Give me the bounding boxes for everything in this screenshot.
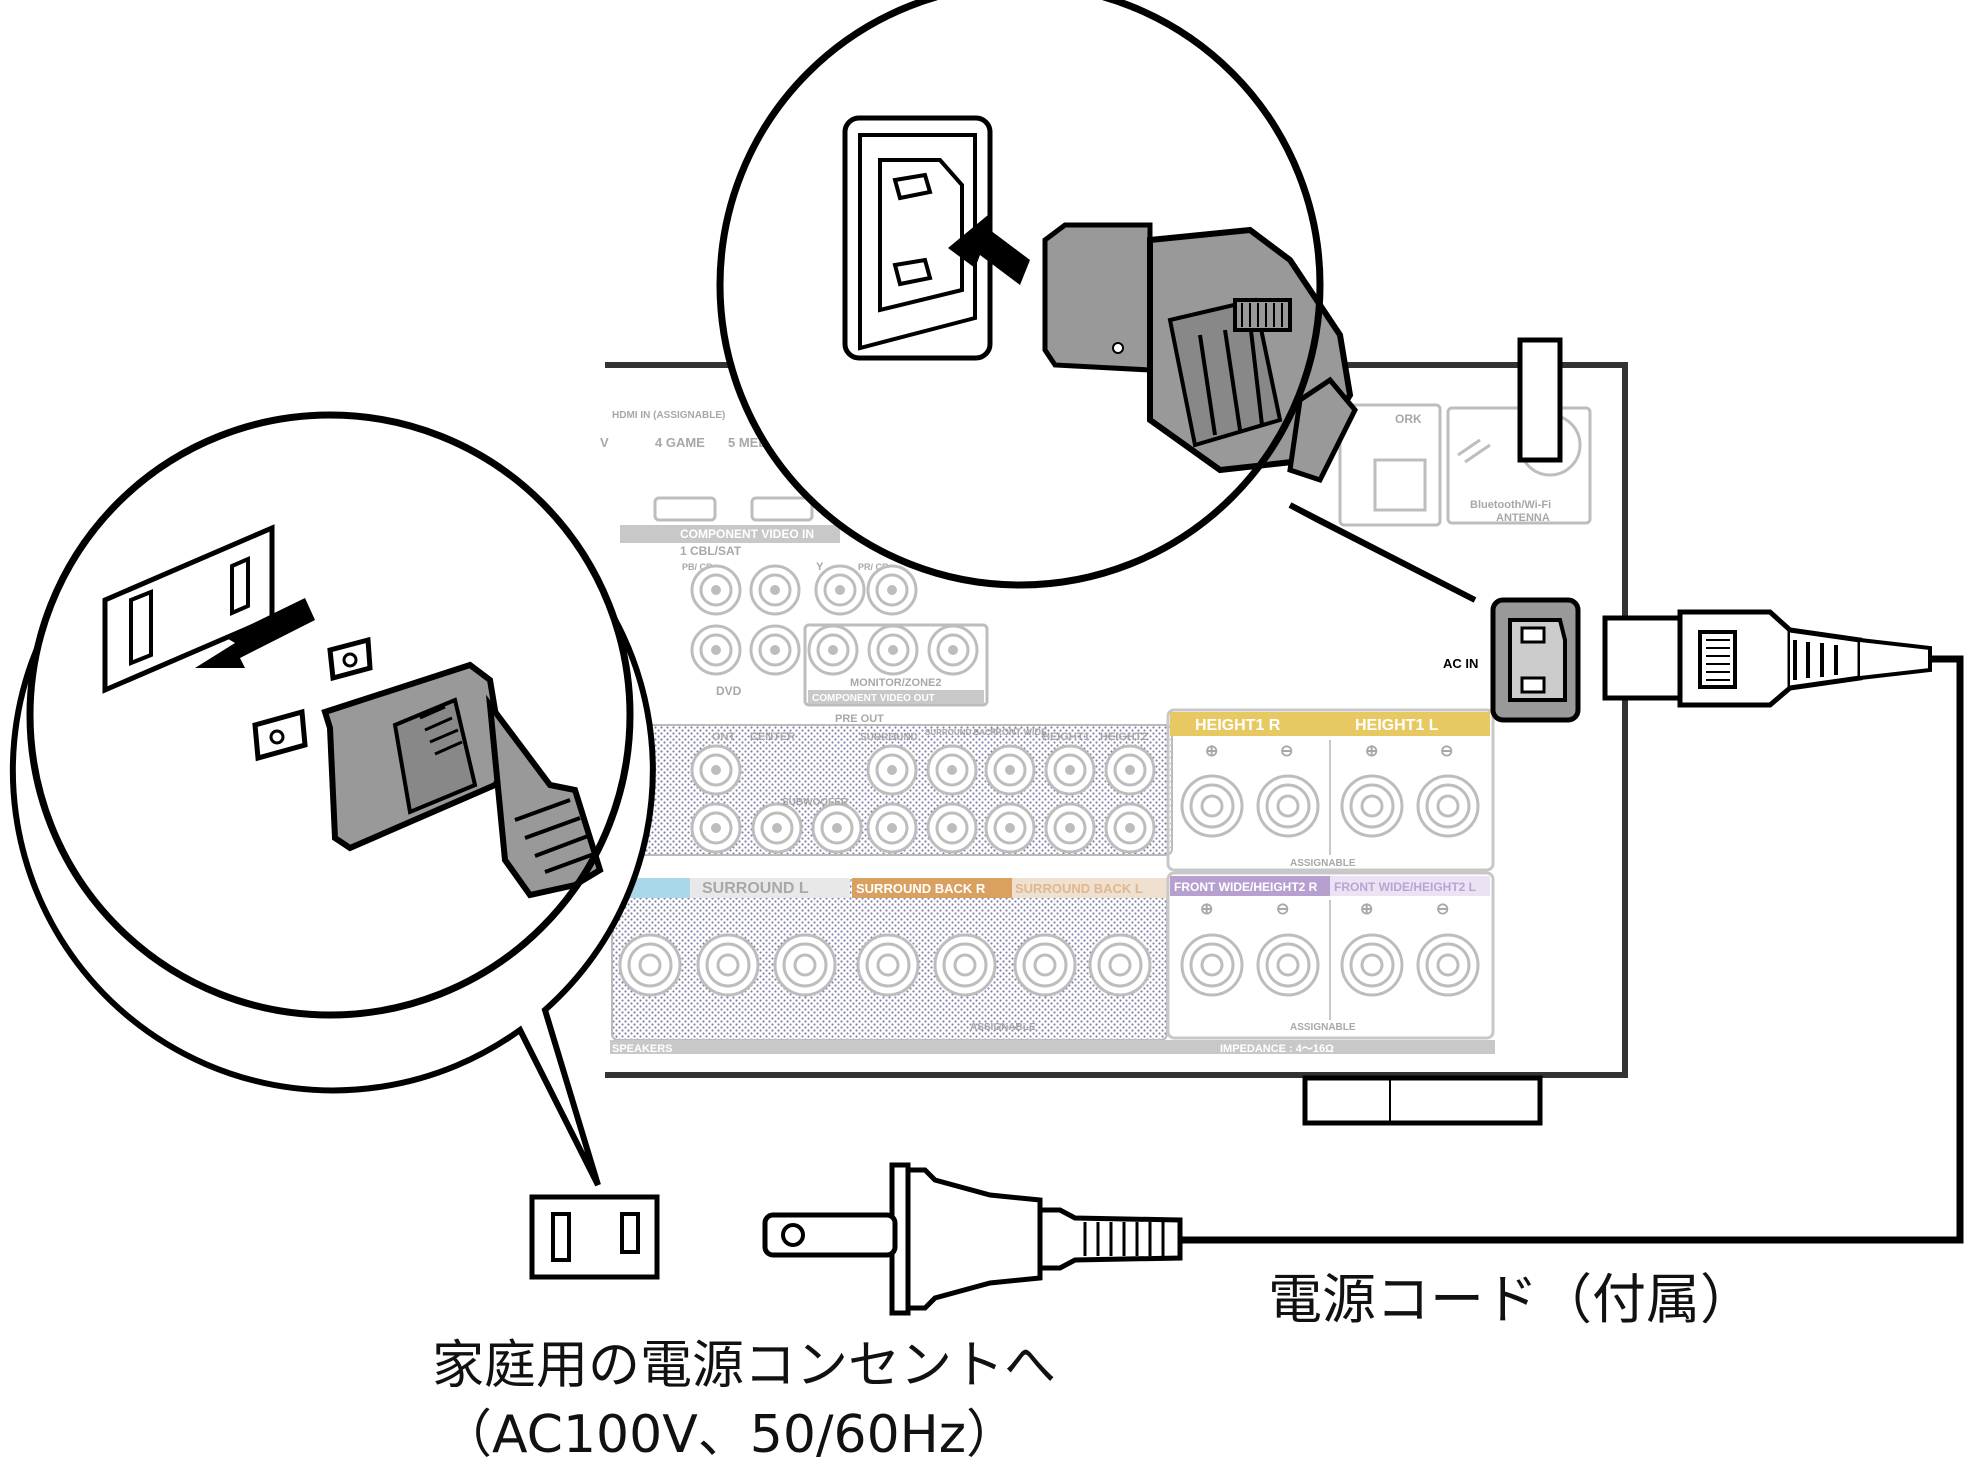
y-label: Y (816, 561, 824, 573)
bt-wifi-label: Bluetooth/Wi-Fi (1470, 499, 1551, 511)
wall-outlet (529, 1194, 660, 1280)
antenna-label: ANTENNA (1496, 512, 1550, 524)
pre-label-surround-back: SURROUND BACK (925, 728, 997, 737)
pre-label-height1: HEIGHT1 (1042, 731, 1090, 743)
pre-out-label: PRE OUT (835, 713, 884, 725)
height1-r-label: HEIGHT1 R (1195, 717, 1281, 734)
assignable-label: ASSIGNABLE (1290, 858, 1356, 869)
svg-text:ASSIGNABLE: ASSIGNABLE (970, 1022, 1036, 1033)
callout-ac-inlet (716, 0, 1477, 603)
hdmi-port (653, 496, 717, 522)
pre-label-surround: SURROUND (860, 732, 918, 743)
power-cord (762, 609, 1964, 1316)
pb-cb-label: PB/ CB (682, 562, 713, 572)
svg-text:⊖: ⊖ (1276, 901, 1289, 918)
pre-label-front-wide: FRONT WIDE (990, 727, 1047, 737)
surround-l-label: SURROUND L (702, 880, 809, 897)
component-video-in-label: COMPONENT VIDEO IN (680, 527, 814, 541)
svg-text:ASSIGNABLE: ASSIGNABLE (1290, 1022, 1356, 1033)
svg-text:⊖: ⊖ (1280, 743, 1293, 760)
hdmi-label-game: 4 GAME (655, 435, 705, 450)
outlet-caption-line1: 家庭用の電源コンセントへ (432, 1336, 1056, 1396)
insert-arrow-icon (195, 598, 315, 668)
pr-cr-label: PR/ CR (858, 562, 889, 572)
hdmi-in-label: HDMI IN (ASSIGNABLE) (612, 410, 725, 421)
hdmi-label-v: V (600, 435, 609, 450)
svg-text:⊕: ⊕ (1360, 901, 1373, 918)
surround-back-r-label: SURROUND BACK R (856, 881, 986, 896)
svg-text:⊖: ⊖ (1440, 743, 1453, 760)
front-wide-height2-l-label: FRONT WIDE/HEIGHT2 L (1334, 880, 1476, 894)
antenna (1517, 337, 1563, 463)
impedance-label: IMPEDANCE : 4〜16Ω (1220, 1043, 1334, 1055)
surround-back-l-label: SURROUND BACK L (1015, 881, 1143, 896)
svg-text:⊕: ⊕ (1365, 743, 1378, 760)
outlet-caption-line2: （AC100V、50/60Hz） (440, 1405, 1018, 1465)
component-video-out-label: COMPONENT VIDEO OUT (812, 693, 935, 704)
subwoofer-label: SUBWOOFER (782, 797, 849, 808)
height1-l-label: HEIGHT1 L (1355, 717, 1439, 734)
ac-in-label: AC IN (1443, 656, 1478, 671)
front-wide-height2-r-label: FRONT WIDE/HEIGHT2 R (1174, 880, 1318, 894)
pre-label-front: ONT (712, 731, 736, 743)
callout-wall-plug (9, 411, 656, 1187)
network-label: ORK (1395, 412, 1422, 426)
monitor-zone2-label: MONITOR/ZONE2 (850, 677, 941, 689)
svg-text:⊕: ⊕ (1200, 901, 1213, 918)
power-cord-caption: 電源コード（付属） (1268, 1268, 1754, 1331)
svg-text:⊕: ⊕ (1205, 743, 1218, 760)
svg-text:⊖: ⊖ (1436, 901, 1449, 918)
insert-arrow-icon (948, 215, 1030, 285)
pre-label-center: CENTER (750, 731, 795, 743)
speakers-label: SPEAKERS (612, 1043, 673, 1055)
hdmi-port (750, 496, 814, 522)
pre-label-height2: HEIGHT2 (1100, 731, 1148, 743)
dvd-label: DVD (716, 684, 742, 698)
cbl-sat-label: 1 CBL/SAT (680, 544, 742, 558)
